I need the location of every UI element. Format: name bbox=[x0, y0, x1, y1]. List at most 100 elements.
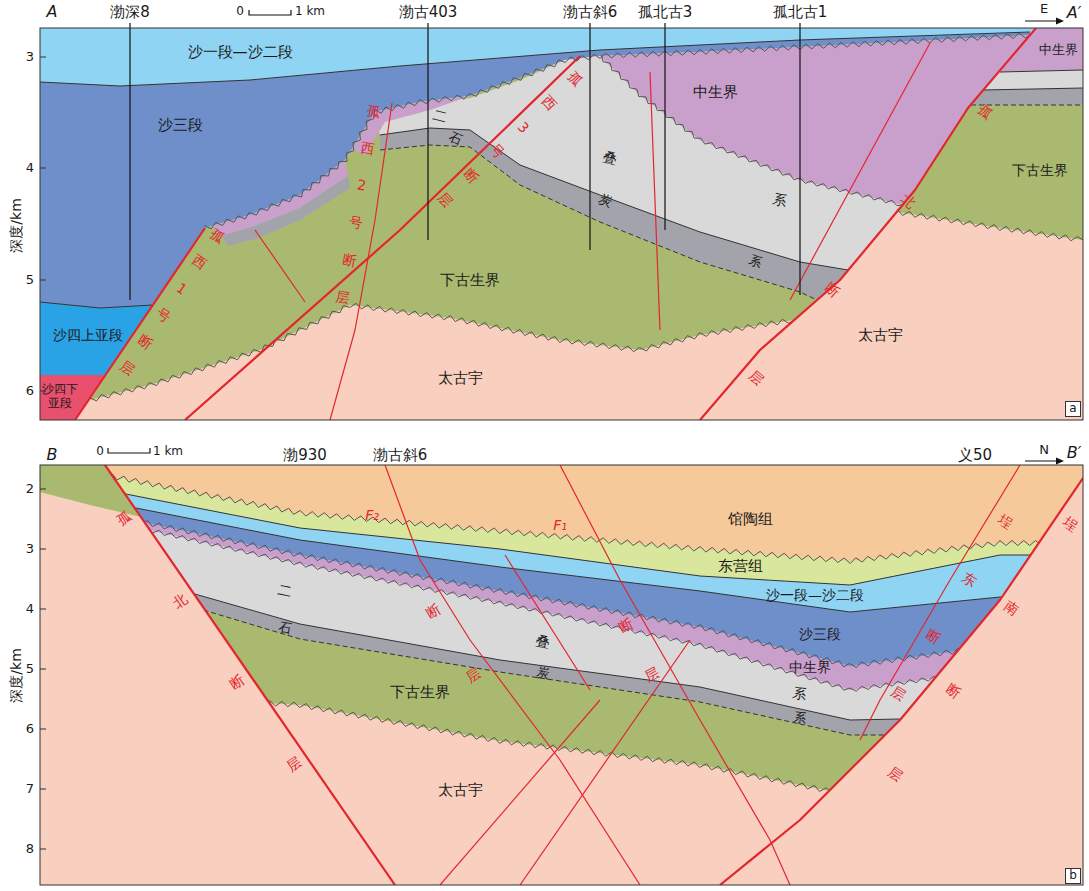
section-b bbox=[40, 465, 1083, 885]
axis-title: 深度/km bbox=[8, 648, 25, 702]
boundary-line bbox=[601, 55, 903, 206]
well-name: 孤北古3 bbox=[638, 3, 693, 21]
axis-tick-label: 5 bbox=[26, 661, 34, 677]
direction-arrow bbox=[1056, 458, 1064, 465]
boundary-line bbox=[40, 472, 1083, 564]
layer-label: 下古生界 bbox=[390, 683, 450, 701]
axis-title: 深度/km bbox=[8, 198, 25, 252]
well-name: 渤古403 bbox=[399, 3, 458, 21]
axis-tick-label: 7 bbox=[26, 781, 34, 797]
direction-label: E bbox=[1040, 1, 1048, 17]
rock-unit bbox=[40, 28, 1083, 420]
axis-tick-label: 3 bbox=[26, 49, 34, 65]
rock-unit bbox=[40, 513, 1083, 885]
layer-label: 东营组 bbox=[718, 557, 763, 575]
rock-unit bbox=[90, 35, 1031, 400]
axis-tick-label: 3 bbox=[26, 541, 34, 557]
well-track bbox=[664, 23, 665, 230]
rock-unit bbox=[40, 579, 1083, 885]
fault-line bbox=[790, 43, 930, 300]
rock-unit bbox=[40, 474, 1083, 885]
fault-line bbox=[105, 465, 395, 885]
well-name: 孤北古1 bbox=[773, 3, 828, 21]
axis-tick-label: 6 bbox=[26, 383, 34, 399]
layer-label: 沙一段—沙二段 bbox=[188, 43, 293, 61]
layer-label: 沙三段 bbox=[799, 626, 841, 643]
section-a bbox=[40, 28, 1083, 420]
well-track bbox=[129, 23, 130, 300]
axis-tick bbox=[40, 489, 46, 490]
layer-label: 沙四上亚段 bbox=[53, 327, 123, 344]
scale-label: 1 km bbox=[153, 444, 183, 458]
fault-line bbox=[860, 465, 1020, 740]
direction-arrow bbox=[1056, 18, 1064, 25]
well-name: 渤古斜6 bbox=[563, 3, 618, 21]
layer-label: 沙三段 bbox=[158, 116, 203, 134]
frame bbox=[40, 10, 1083, 885]
axis-tick bbox=[40, 669, 46, 670]
panel-frame bbox=[40, 465, 1083, 885]
rock-unit bbox=[999, 28, 1083, 72]
well-track bbox=[799, 23, 800, 295]
panel-letter: b bbox=[1065, 868, 1081, 883]
axis-tick-label: 8 bbox=[26, 841, 34, 857]
well-track bbox=[427, 23, 428, 240]
layer-label: 中生界 bbox=[1039, 42, 1078, 58]
boundary-line bbox=[40, 32, 1030, 86]
axis-tick bbox=[40, 280, 46, 281]
scale-bar bbox=[108, 448, 150, 453]
boundary-line bbox=[40, 517, 1083, 691]
axis-tick bbox=[40, 168, 46, 169]
axis-tick-label: 5 bbox=[26, 272, 34, 288]
well-name: 渤深8 bbox=[110, 3, 150, 21]
boundary-line bbox=[40, 501, 1083, 612]
direction-label: N bbox=[1039, 442, 1049, 458]
scale-bar bbox=[249, 10, 291, 15]
fault-name: F₁ bbox=[553, 517, 567, 534]
scale-label: 1 km bbox=[295, 4, 325, 18]
layer-label: 下古生界 bbox=[1012, 162, 1068, 179]
section-end-label: A bbox=[47, 2, 58, 21]
layer-label: 太古宇 bbox=[438, 781, 483, 799]
layer-label: 中生界 bbox=[789, 659, 831, 676]
direction-arrow bbox=[1025, 20, 1058, 21]
axis-tick bbox=[40, 849, 46, 850]
section-end-label: B bbox=[47, 445, 58, 464]
panel-frame bbox=[40, 28, 1083, 420]
boundary-line bbox=[380, 145, 817, 300]
axis-tick-label: 4 bbox=[26, 601, 34, 617]
boundary-line bbox=[89, 303, 794, 401]
layer-label: 太古宇 bbox=[858, 326, 903, 344]
boundary-line bbox=[983, 88, 1083, 90]
well-name: 义50 bbox=[958, 446, 992, 464]
rock-unit bbox=[897, 105, 1083, 240]
axis-tick bbox=[40, 57, 46, 58]
fault-line bbox=[650, 72, 660, 330]
boundary-line bbox=[1000, 70, 1083, 72]
layer-label: 下古生界 bbox=[440, 271, 500, 289]
axis-tick-label: 6 bbox=[26, 721, 34, 737]
layer-label: 馆陶组 bbox=[728, 510, 773, 528]
section-end-label: B′ bbox=[1067, 443, 1082, 462]
axis-tick-label: 4 bbox=[26, 160, 34, 176]
layer-label: 中生界 bbox=[693, 83, 738, 101]
basin-fill bbox=[40, 465, 1083, 885]
axis-tick bbox=[40, 609, 46, 610]
well-track bbox=[589, 23, 590, 250]
fault-line bbox=[75, 228, 205, 420]
layer-label: 沙一段—沙二段 bbox=[766, 587, 864, 604]
axis-tick bbox=[40, 789, 46, 790]
axis-tick bbox=[40, 729, 46, 730]
axis-tick-label: 2 bbox=[26, 481, 34, 497]
rock-unit bbox=[40, 465, 1083, 885]
boundary-line bbox=[40, 489, 1083, 585]
layer-label: 太古宇 bbox=[438, 369, 483, 387]
axis-tick bbox=[40, 549, 46, 550]
rock-unit bbox=[222, 176, 350, 246]
fault-line bbox=[255, 230, 305, 302]
layer-label: 沙四下亚段 bbox=[41, 382, 79, 411]
direction-arrow bbox=[1025, 460, 1058, 461]
scale-label: 0 bbox=[96, 444, 104, 458]
fault-line bbox=[185, 56, 580, 420]
